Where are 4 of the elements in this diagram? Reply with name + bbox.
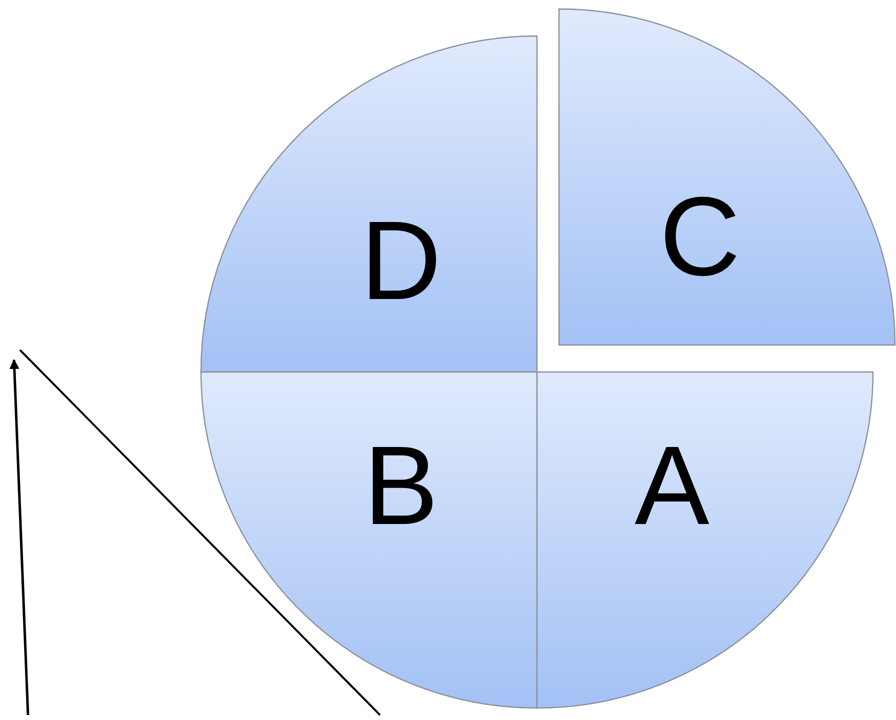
segment-letter: A [634, 430, 710, 542]
segment-letter: C [660, 181, 740, 293]
segment-letter: B [364, 430, 438, 542]
segment-letter: D [360, 205, 442, 317]
